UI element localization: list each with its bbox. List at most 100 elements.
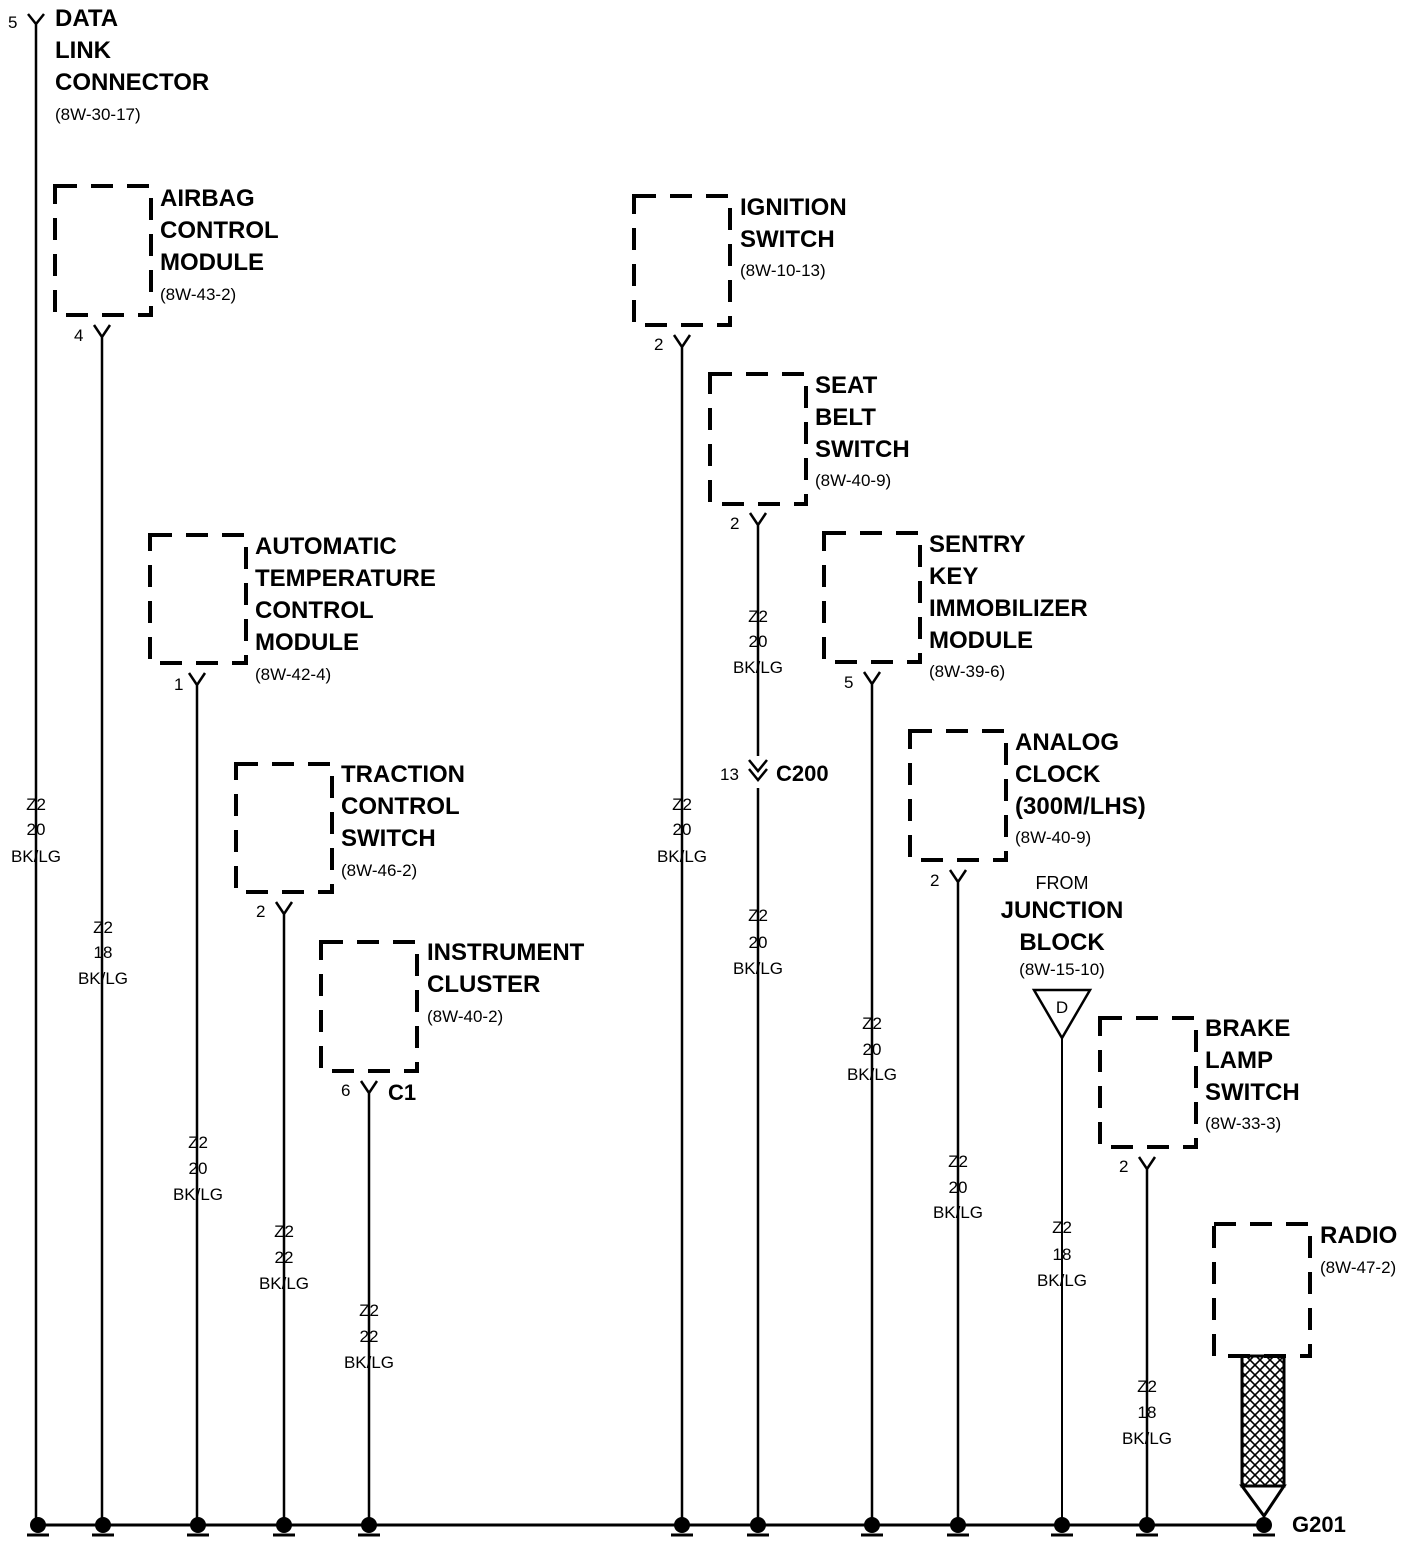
component-title-line: IGNITION bbox=[740, 194, 847, 221]
wire-color: BK/LG bbox=[11, 847, 61, 866]
component-ref: (8W-10-13) bbox=[740, 261, 826, 280]
pin-number: 6 bbox=[341, 1081, 350, 1100]
component-title-line: SWITCH bbox=[341, 825, 436, 852]
automatic-temperature-control-module: 1 AUTOMATIC TEMPERATURE CONTROL MODULE (… bbox=[148, 533, 436, 1525]
component-title-line: LAMP bbox=[1205, 1047, 1273, 1074]
seat-belt-switch: 2 SEAT BELT SWITCH (8W-40-9) Z2 20 BK/LG… bbox=[708, 372, 910, 1525]
component-title-line: AIRBAG bbox=[160, 185, 255, 212]
component-title-line: MODULE bbox=[929, 627, 1033, 654]
component-box bbox=[632, 194, 732, 327]
wire-gauge: 20 bbox=[27, 820, 46, 839]
component-ref: (8W-47-2) bbox=[1320, 1258, 1396, 1277]
component-title-line: BELT bbox=[815, 404, 876, 431]
wire-color: BK/LG bbox=[847, 1065, 897, 1084]
wire-circuit: Z2 bbox=[188, 1133, 208, 1152]
component-ref: (8W-33-3) bbox=[1205, 1114, 1281, 1133]
component-title-line: DATA bbox=[55, 5, 118, 32]
component-ref: (8W-40-2) bbox=[427, 1007, 503, 1026]
component-box bbox=[1212, 1222, 1312, 1358]
pin-number: 2 bbox=[730, 514, 739, 533]
component-title-line: MODULE bbox=[160, 249, 264, 276]
ground-splices bbox=[27, 1517, 1275, 1537]
component-title-line: SEAT bbox=[815, 372, 878, 399]
component-title-line: CONNECTOR bbox=[55, 69, 209, 96]
wire-circuit: Z2 bbox=[93, 918, 113, 937]
wire-gauge: 20 bbox=[949, 1178, 968, 1197]
wire-gauge: 20 bbox=[189, 1159, 208, 1178]
ground-strap-tip-icon bbox=[1239, 1484, 1287, 1519]
wire-color: BK/LG bbox=[259, 1274, 309, 1293]
component-title-line: IMMOBILIZER bbox=[929, 595, 1088, 622]
data-link-connector: 5 DATA LINK CONNECTOR (8W-30-17) Z2 20 B… bbox=[8, 5, 209, 1525]
component-box bbox=[822, 531, 922, 664]
splice-triangle-icon bbox=[1031, 988, 1093, 1041]
wire-color: BK/LG bbox=[173, 1185, 223, 1204]
component-ref: (8W-39-6) bbox=[929, 662, 1005, 681]
component-box bbox=[708, 372, 808, 506]
pin-number: 13 bbox=[720, 765, 739, 784]
wire-circuit: Z2 bbox=[26, 795, 46, 814]
inline-connector-symbol bbox=[748, 759, 768, 782]
component-box bbox=[319, 940, 419, 1073]
radio: RADIO (8W-47-2) bbox=[1212, 1222, 1397, 1519]
traction-control-switch: 2 TRACTION CONTROL SWITCH (8W-46-2) Z2 2… bbox=[234, 761, 465, 1525]
component-title-line: ANALOG bbox=[1015, 729, 1119, 756]
wire-circuit: Z2 bbox=[1137, 1377, 1157, 1396]
component-title-line: CONTROL bbox=[341, 793, 460, 820]
component-title-line: BLOCK bbox=[1019, 929, 1105, 956]
wire-gauge: 20 bbox=[673, 820, 692, 839]
wire-color: BK/LG bbox=[78, 969, 128, 988]
component-title-line: (300M/LHS) bbox=[1015, 793, 1146, 820]
pin-number: 2 bbox=[654, 335, 663, 354]
component-ref: (8W-40-9) bbox=[1015, 828, 1091, 847]
component-box bbox=[53, 184, 153, 317]
sentry-key-immobilizer-module: 5 SENTRY KEY IMMOBILIZER MODULE (8W-39-6… bbox=[822, 531, 1088, 1525]
wire-circuit: Z2 bbox=[1052, 1218, 1072, 1237]
pin-number: 2 bbox=[930, 871, 939, 890]
ground-splice-icon bbox=[27, 1517, 49, 1537]
ground-label: G201 bbox=[1292, 1512, 1346, 1537]
wire-circuit: Z2 bbox=[948, 1152, 968, 1171]
wire-gauge: 20 bbox=[863, 1040, 882, 1059]
wire-gauge: 18 bbox=[1053, 1245, 1072, 1264]
pin-number: 1 bbox=[174, 675, 183, 694]
pin-number: 5 bbox=[844, 673, 853, 692]
pin-number: 5 bbox=[8, 13, 17, 32]
wire-circuit: Z2 bbox=[274, 1222, 294, 1241]
component-title-line: CLOCK bbox=[1015, 761, 1101, 788]
component-title-line: AUTOMATIC bbox=[255, 533, 397, 560]
component-title-line: CONTROL bbox=[160, 217, 279, 244]
wire-color: BK/LG bbox=[1122, 1429, 1172, 1448]
component-title-line: INSTRUMENT bbox=[427, 939, 585, 966]
pin-number: 2 bbox=[256, 902, 265, 921]
component-title-line: JUNCTION bbox=[1001, 897, 1124, 924]
wire-gauge: 20 bbox=[749, 933, 768, 952]
wire-gauge: 18 bbox=[1138, 1403, 1157, 1422]
component-ref: (8W-46-2) bbox=[341, 861, 417, 880]
wire-circuit: Z2 bbox=[748, 906, 768, 925]
wire-circuit: Z2 bbox=[359, 1301, 379, 1320]
component-box bbox=[234, 762, 334, 894]
component-ref: (8W-15-10) bbox=[1019, 960, 1105, 979]
component-title-line: BRAKE bbox=[1205, 1015, 1290, 1042]
component-title-line: MODULE bbox=[255, 629, 359, 656]
wire-color: BK/LG bbox=[733, 959, 783, 978]
component-title-line: SENTRY bbox=[929, 531, 1025, 558]
wire-gauge: 20 bbox=[749, 632, 768, 651]
component-ref: (8W-43-2) bbox=[160, 285, 236, 304]
component-box bbox=[148, 533, 248, 665]
ground-strap-icon bbox=[1240, 1354, 1286, 1488]
wire-gauge: 18 bbox=[94, 943, 113, 962]
component-title-line: SWITCH bbox=[740, 226, 835, 253]
airbag-control-module: 4 AIRBAG CONTROL MODULE (8W-43-2) Z2 18 … bbox=[53, 184, 279, 1525]
component-title-line: TRACTION bbox=[341, 761, 465, 788]
wire-circuit: Z2 bbox=[748, 607, 768, 626]
wire-color: BK/LG bbox=[344, 1353, 394, 1372]
component-ref: (8W-42-4) bbox=[255, 665, 331, 684]
ignition-switch: 2 IGNITION SWITCH (8W-10-13) Z2 20 BK/LG bbox=[632, 194, 847, 1525]
from-label: FROM bbox=[1036, 873, 1089, 893]
component-title-line: LINK bbox=[55, 37, 112, 64]
wire-circuit: Z2 bbox=[862, 1014, 882, 1033]
splice-symbol-label: D bbox=[1056, 998, 1068, 1017]
wire-circuit: Z2 bbox=[672, 795, 692, 814]
